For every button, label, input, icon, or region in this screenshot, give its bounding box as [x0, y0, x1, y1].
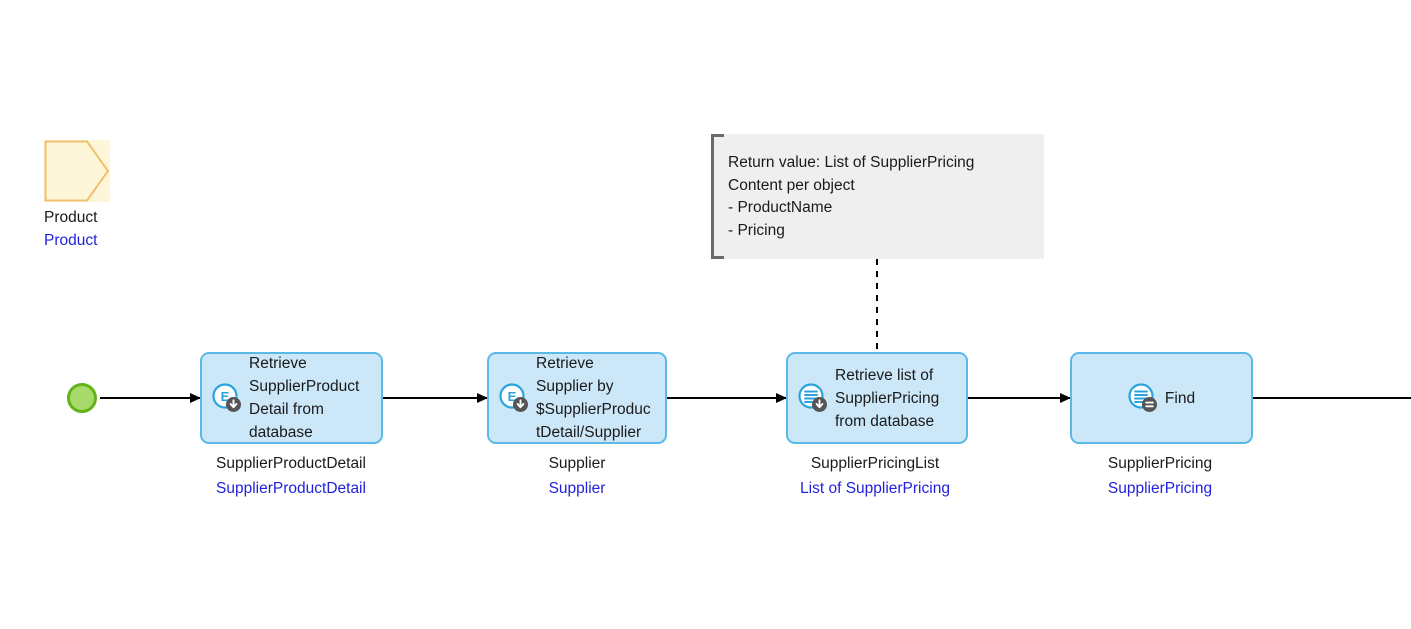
microflow-parameter-product[interactable]: Product Product — [44, 140, 110, 249]
activity-variable-type: List of SupplierPricing — [800, 480, 950, 497]
annotation-line: - ProductName — [728, 199, 833, 216]
activity-variable-type: SupplierPricing — [1107, 480, 1213, 497]
activity-label-retrieve-supplier-product-detail: SupplierProductDetail SupplierProductDet… — [191, 451, 391, 501]
annotation-return-value[interactable]: Return value: List of SupplierPricing Co… — [711, 134, 1044, 259]
list-operation-find-icon — [1128, 383, 1158, 413]
svg-text:E: E — [508, 389, 517, 404]
start-event[interactable] — [67, 383, 97, 413]
activity-label-retrieve-supplier: Supplier Supplier — [477, 451, 677, 501]
activity-caption-text: Retrieve Supplier by $SupplierProduc tDe… — [536, 355, 651, 441]
activity-variable-name: SupplierProductDetail — [216, 455, 366, 472]
activity-variable-type: SupplierProductDetail — [216, 480, 366, 497]
activity-retrieve-supplier-product-detail[interactable]: E Retrieve SupplierProduct Detail from d… — [200, 352, 383, 444]
activity-caption-text: Retrieve list of SupplierPricing from da… — [835, 366, 940, 430]
activity-retrieve-list-of-supplier-pricing[interactable]: Retrieve list of SupplierPricing from da… — [786, 352, 968, 444]
retrieve-object-by-association-icon: E — [499, 383, 529, 413]
annotation-bracket-icon — [711, 134, 724, 259]
parameter-name: Product — [44, 209, 98, 226]
activity-find[interactable]: Find — [1070, 352, 1253, 444]
activity-caption-text: Find — [1164, 389, 1196, 407]
activity-caption-text: Retrieve SupplierProduct Detail from dat… — [249, 355, 360, 441]
activity-label-retrieve-list: SupplierPricingList List of SupplierPric… — [775, 451, 975, 501]
activity-variable-type: Supplier — [548, 480, 606, 497]
activity-variable-name: SupplierPricingList — [810, 455, 940, 472]
activity-label-find: SupplierPricing SupplierPricing — [1060, 451, 1260, 501]
retrieve-list-from-database-icon — [798, 383, 828, 413]
annotation-line: Content per object — [728, 176, 855, 194]
annotation-line: - Pricing — [728, 221, 785, 239]
parameter-pentagon-icon — [44, 140, 110, 202]
annotation-line: Return value: List of SupplierPricing — [728, 154, 975, 171]
activity-variable-name: SupplierPricing — [1107, 455, 1213, 472]
svg-text:E: E — [221, 389, 230, 404]
parameter-type: Product — [44, 232, 98, 249]
retrieve-object-from-database-icon: E — [212, 383, 242, 413]
activity-variable-name: Supplier — [548, 455, 606, 472]
activity-retrieve-supplier-by-association[interactable]: E Retrieve Supplier by $SupplierProduc t… — [487, 352, 667, 444]
